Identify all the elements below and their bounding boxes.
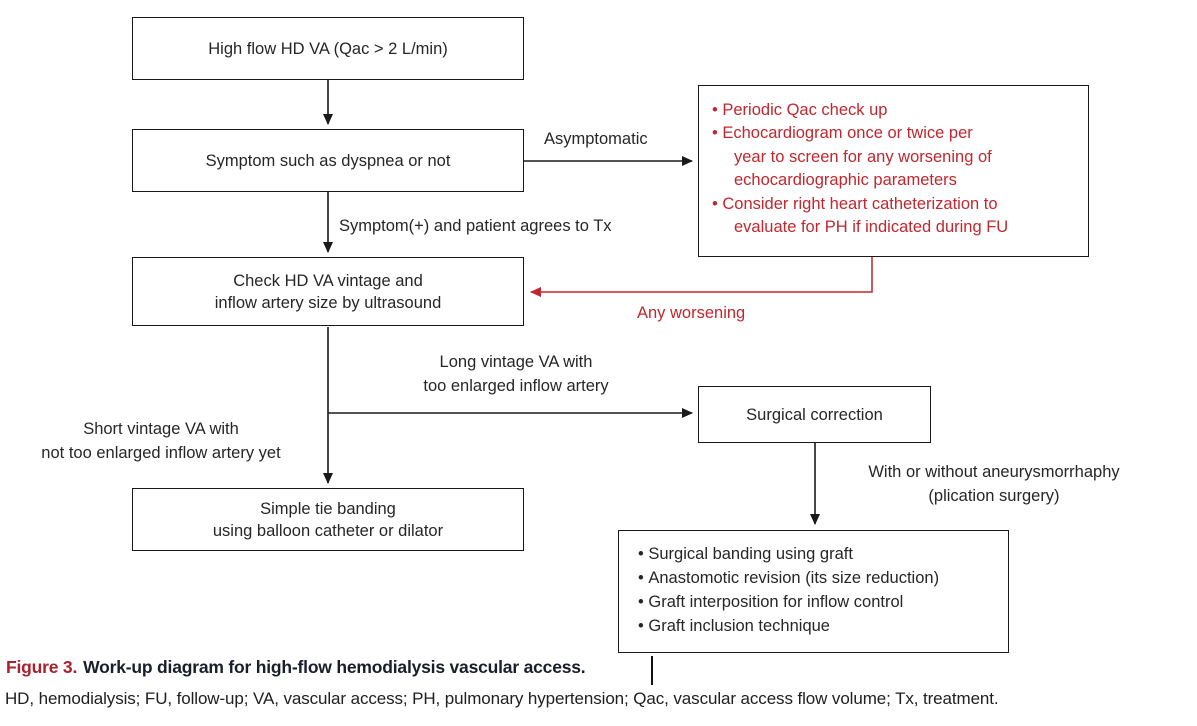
surgical-option-item: Surgical banding using graft [638, 542, 1002, 566]
arrow-surveillance-to-check-red [530, 257, 873, 297]
edge-label-aneurysmorrhaphy-line1: With or without aneurysmorrhaphy [868, 463, 1120, 481]
surgical-option-item: Graft interposition for inflow control [638, 590, 1002, 614]
node-check-vintage-ultrasound: Check HD VA vintage and inflow artery si… [132, 257, 524, 326]
surgical-option-item: Graft inclusion technique [638, 614, 1002, 638]
node-simple-tie-banding: Simple tie banding using balloon cathete… [132, 488, 524, 551]
surveillance-item-continuation: year to screen for any worsening of [734, 147, 992, 166]
text-cursor [651, 656, 653, 685]
figure-title: Work-up diagram for high-flow hemodialys… [83, 657, 586, 677]
surveillance-item: Periodic Qac check up [712, 99, 1082, 122]
node-simple-label-line1: Simple tie banding [260, 499, 396, 518]
surveillance-item-continuation: evaluate for PH if indicated during FU [734, 218, 1009, 237]
edge-label-aneurysmorrhaphy-line2: (plication surgery) [928, 486, 1060, 505]
figure-caption: Figure 3.Work-up diagram for high-flow h… [6, 657, 586, 678]
node-symptom-label: Symptom such as dyspnea or not [205, 151, 451, 170]
edge-label-long-vintage-line2: too enlarged inflow artery [423, 376, 609, 395]
node-symptom-check: Symptom such as dyspnea or not [132, 129, 524, 192]
figure-number: Figure 3. [6, 657, 78, 677]
edge-label-long-vintage: Long vintage VA with too enlarged inflow… [403, 351, 629, 398]
edge-label-asymptomatic: Asymptomatic [544, 130, 648, 148]
node-high-flow-hd-va: High flow HD VA (Qac > 2 L/min) [132, 17, 524, 80]
node-high-flow-label: High flow HD VA (Qac > 2 L/min) [208, 39, 448, 58]
abbreviations-line: HD, hemodialysis; FU, follow-up; VA, vas… [5, 689, 999, 708]
node-surveillance-recommendations: Periodic Qac check up Echocardiogram onc… [698, 85, 1089, 257]
surveillance-item-continuation: echocardiographic parameters [734, 171, 957, 190]
edge-label-aneurysmorrhaphy: With or without aneurysmorrhaphy (plicat… [843, 461, 1145, 508]
node-surgical-options: Surgical banding using graft Anastomotic… [618, 530, 1009, 653]
edge-label-symptomatic: Symptom(+) and patient agrees to Tx [339, 217, 612, 235]
node-surgical-correction: Surgical correction [698, 386, 931, 443]
node-simple-label-line2: using balloon catheter or dilator [212, 521, 444, 540]
edge-label-any-worsening: Any worsening [637, 304, 746, 322]
node-check-label-line1: Check HD VA vintage and [233, 271, 423, 290]
surveillance-item: Echocardiogram once or twice per [712, 122, 1082, 145]
surgical-option-item: Anastomotic revision (its size reduction… [638, 566, 1002, 590]
edge-label-long-vintage-line1: Long vintage VA with [439, 353, 593, 371]
node-surgical-label: Surgical correction [746, 405, 883, 424]
edge-label-short-vintage-line2: not too enlarged inflow artery yet [41, 443, 281, 462]
edge-label-short-vintage-line1: Short vintage VA with [83, 420, 239, 438]
surveillance-item: Consider right heart catheterization to [712, 193, 1082, 216]
node-check-label-line2: inflow artery size by ultrasound [214, 293, 442, 312]
edge-label-short-vintage: Short vintage VA with not too enlarged i… [8, 418, 314, 465]
